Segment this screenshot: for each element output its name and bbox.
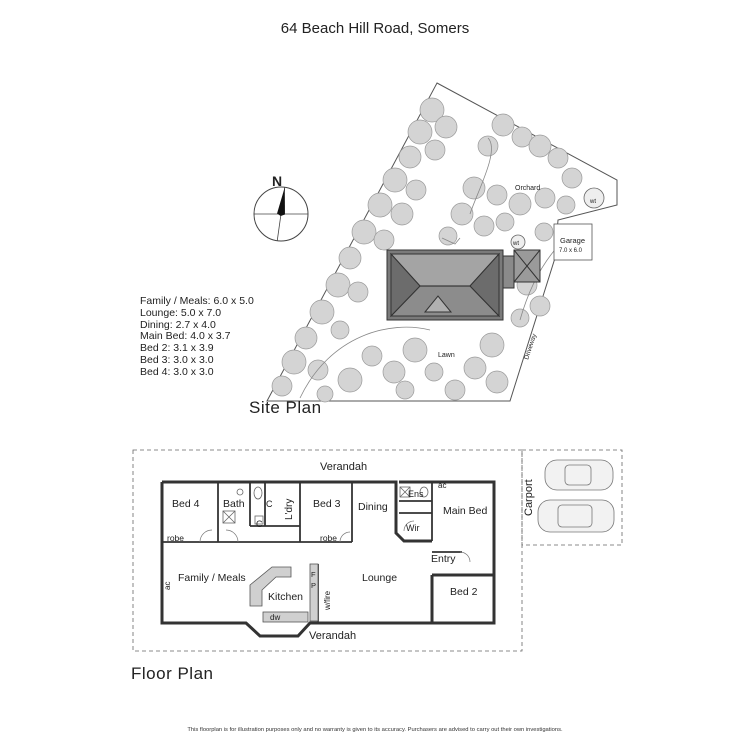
water-tank-label-2: wt xyxy=(512,241,519,247)
interior-walls xyxy=(162,482,462,623)
bed2-label: Bed 2 xyxy=(450,586,478,598)
water-tank-1 xyxy=(583,187,605,209)
water-tank-2 xyxy=(510,234,526,250)
room-size-item: Dining: 2.7 x 4.0 xyxy=(140,318,216,331)
lounge-label: Lounge xyxy=(362,572,397,584)
cupboard-label-2: C xyxy=(256,519,263,529)
room-size-item: Family / Meals: 6.0 x 5.0 xyxy=(140,295,254,307)
compass xyxy=(253,186,309,242)
main-bed-label: Main Bed xyxy=(443,505,488,517)
carport-outline xyxy=(521,449,623,546)
verandah-top-label: Verandah xyxy=(320,461,367,473)
entry-label: Entry xyxy=(431,553,456,565)
room-sizes-list: Family / Meals: 6.0 x 5.0 Lounge: 5.0 x … xyxy=(140,295,254,379)
water-tank-label: wt xyxy=(589,199,596,205)
door-swings xyxy=(199,520,471,563)
garage-label: Garage xyxy=(560,236,585,245)
room-size-item: Bed 3: 3.0 x 3.0 xyxy=(140,353,214,366)
fridge-label: F xyxy=(311,570,316,579)
verandah-outline xyxy=(132,449,523,652)
bed4-label: Bed 4 xyxy=(172,498,200,510)
ac-top-label: ac xyxy=(438,481,446,490)
compass-n-label: N xyxy=(272,173,282,189)
robe-label-2: robe xyxy=(320,533,337,543)
laundry-label: L'dry xyxy=(284,499,295,520)
room-size-item: Bed 4: 3.0 x 3.0 xyxy=(140,365,214,378)
room-size-item: Bed 2: 3.1 x 3.9 xyxy=(140,342,214,355)
ac-left-label: ac xyxy=(163,582,172,590)
dining-label: Dining xyxy=(358,501,388,513)
ensuite-label: Ens xyxy=(408,489,424,499)
kitchen-label: Kitchen xyxy=(268,591,303,603)
bed3-label: Bed 3 xyxy=(313,498,341,510)
garage-outline xyxy=(553,223,593,261)
room-size-item: Lounge: 5.0 x 7.0 xyxy=(140,306,222,319)
dishwasher-label: dw xyxy=(270,613,280,622)
wir-label: Wir xyxy=(406,523,420,533)
kitchen-bench xyxy=(249,563,319,623)
wood-fire-label: w/fire xyxy=(323,590,332,611)
lawn-label: Lawn xyxy=(438,352,455,359)
house-roof xyxy=(386,249,541,321)
car-icon xyxy=(537,459,615,533)
fixtures xyxy=(222,486,429,525)
floor-plan-heading: Floor Plan xyxy=(131,664,214,683)
pantry-label: P xyxy=(311,581,316,590)
site-plan-heading: Site Plan xyxy=(249,398,322,417)
plan-title: 64 Beach Hill Road, Somers xyxy=(280,20,470,37)
bath-label: Bath xyxy=(223,498,245,510)
orchard-label: Orchard xyxy=(515,185,540,192)
cupboard-label: C xyxy=(266,499,273,509)
driveway-label: Driveway xyxy=(523,332,538,360)
garage-size-label: 7.0 x 6.0 xyxy=(559,248,583,254)
site-plan-drawing: N Orchard wt wt Garage 7.0 x 6.0 Lawn Dr… xyxy=(253,82,618,403)
family-meals-label: Family / Meals xyxy=(178,572,246,584)
disclaimer-text: This floorplan is for illustration purpo… xyxy=(187,727,563,733)
robe-label: robe xyxy=(167,533,184,543)
verandah-bottom-label: Verandah xyxy=(309,630,356,642)
floor-plan-drawing: Verandah Verandah Carport Bed 4 Bath C C… xyxy=(132,449,623,652)
trees xyxy=(271,97,583,403)
carport-label: Carport xyxy=(523,479,535,516)
room-size-item: Main Bed: 4.0 x 3.7 xyxy=(140,330,231,343)
